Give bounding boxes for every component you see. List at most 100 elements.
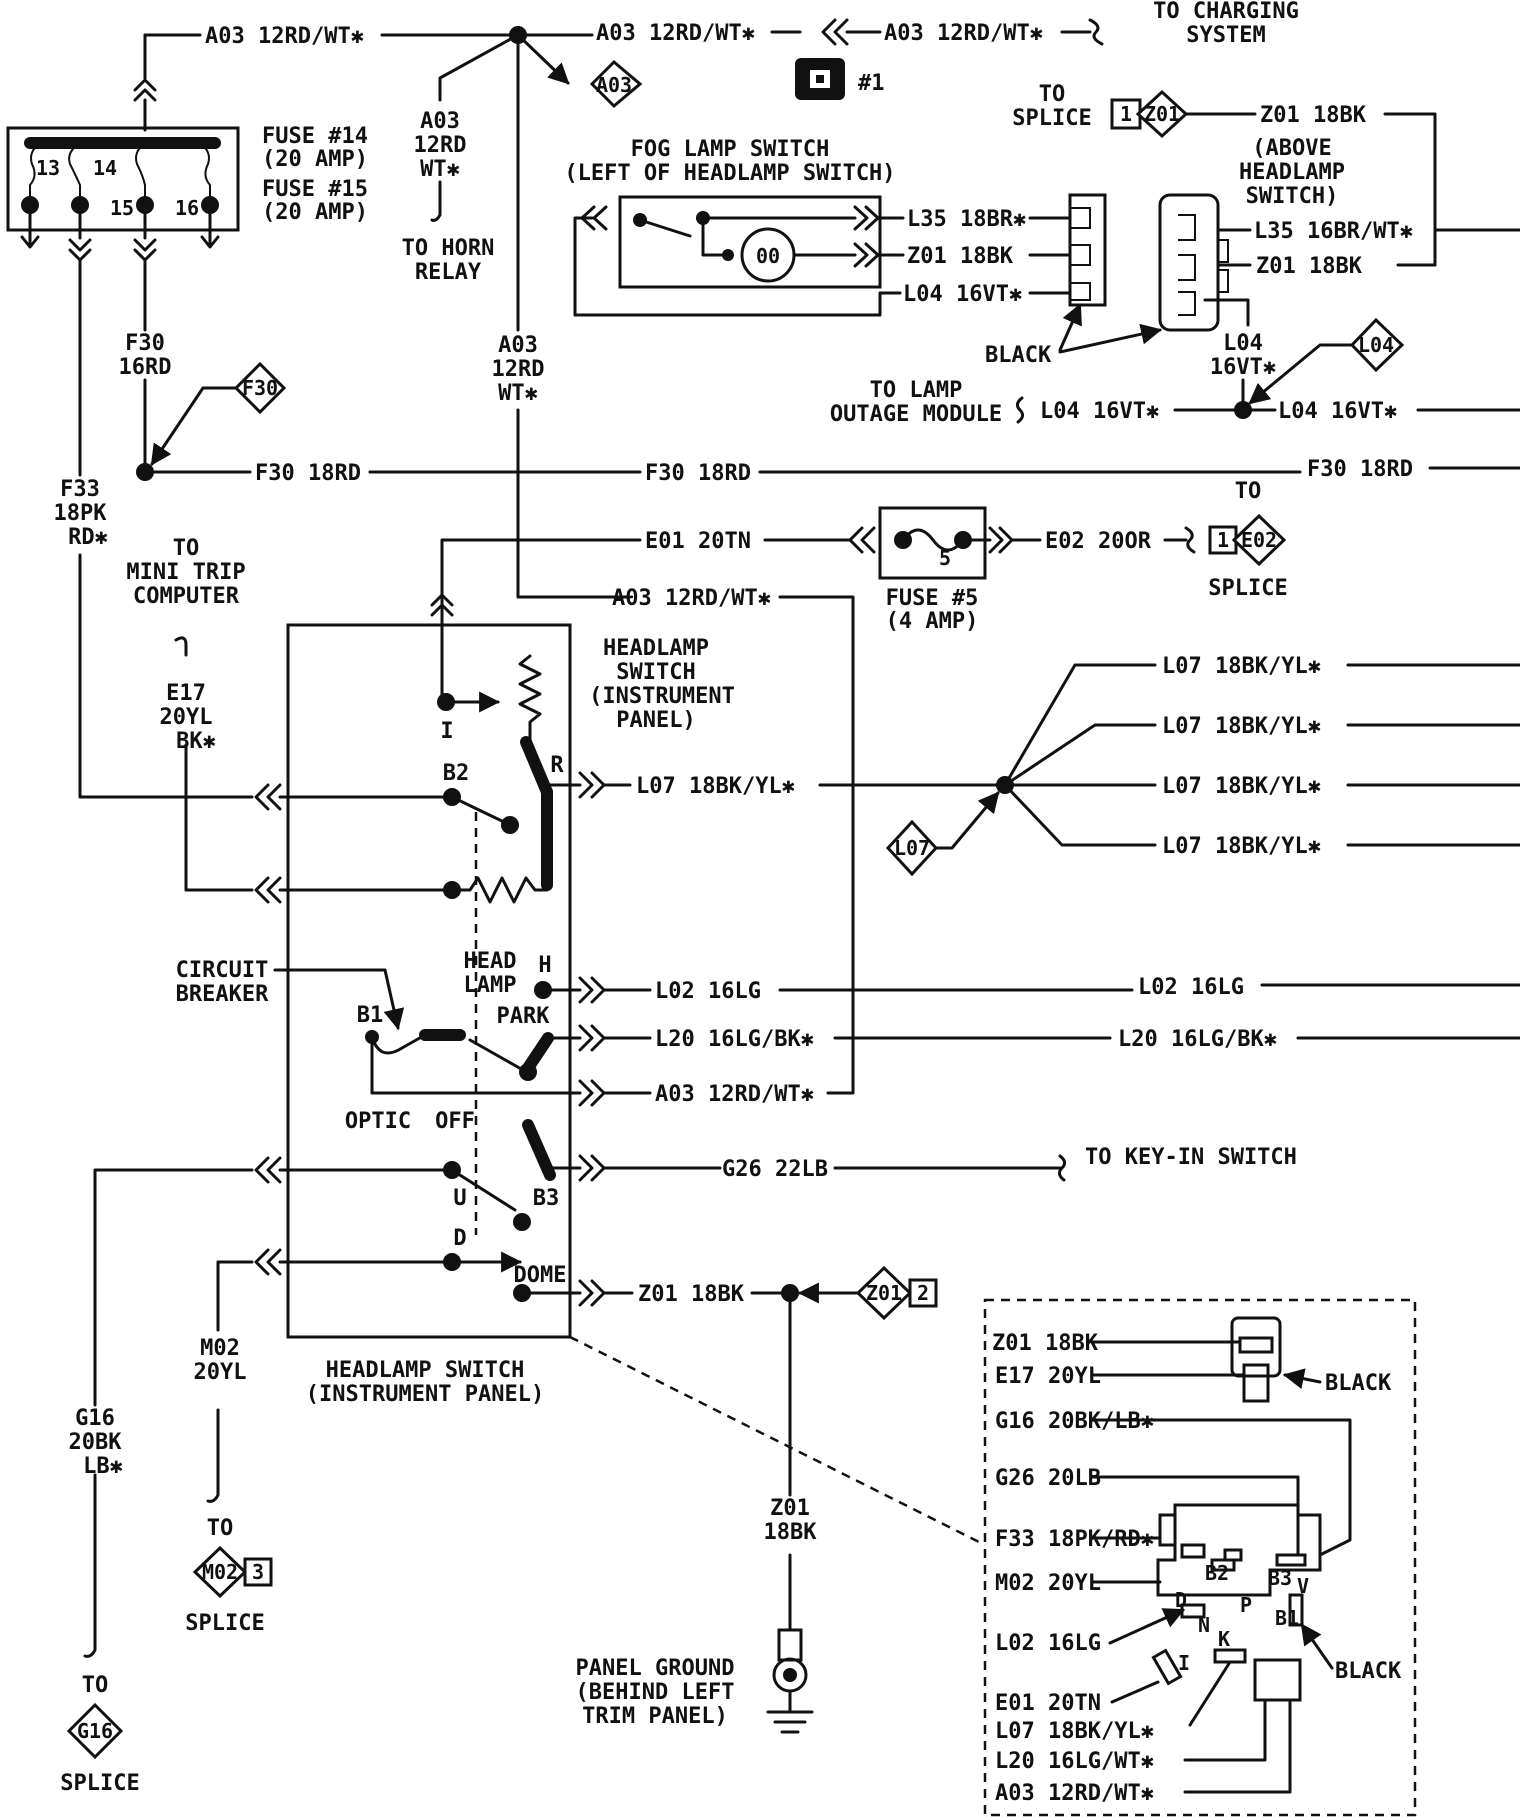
fog-lamp-title: FOG LAMP SWITCH: [631, 137, 830, 162]
g16-splice: SPLICE: [60, 1771, 139, 1796]
pin-i: I: [440, 719, 453, 744]
inset-pin-p: P: [1240, 1593, 1252, 1617]
g16-line-2: 20BK: [69, 1430, 123, 1455]
e01-wire-label: E01 20TN: [645, 529, 751, 554]
headlamp-switch-title-1: HEADLAMP: [603, 636, 709, 661]
horn-relay-wire: [430, 33, 520, 222]
l02-wire: [602, 983, 1520, 992]
z01-diamond-top: [1110, 89, 1520, 267]
pin-optic: OPTIC: [345, 1109, 411, 1134]
pin-dome: DOME: [514, 1263, 567, 1288]
fog-connector-left: [1028, 193, 1107, 318]
pin-u: U: [453, 1186, 466, 1211]
fuse-15-label: FUSE #15: [262, 177, 368, 202]
panel-ground-2: (BEHIND LEFT: [576, 1680, 735, 1705]
fuse-15-rating: (20 AMP): [262, 200, 368, 225]
pin-park: PARK: [497, 1004, 551, 1029]
m02-line-1: M02: [200, 1336, 240, 1361]
e17-line-2: 20YL: [160, 705, 213, 730]
to-charging-system-label-2: SYSTEM: [1186, 23, 1265, 48]
l07-main-label: L07 18BK/YL✱: [636, 774, 795, 799]
l04-down-wire: [1203, 298, 1250, 327]
to-charging-system-label: TO CHARGING: [1153, 0, 1299, 24]
l04-vert-line-2: 16VT✱: [1210, 355, 1276, 380]
pin-b3: B3: [533, 1186, 560, 1211]
inset-black-bottom: BLACK: [1335, 1659, 1402, 1684]
fog-lamp-title-2: (LEFT OF HEADLAMP SWITCH): [564, 161, 895, 186]
z01-vert-2: 18BK: [764, 1520, 818, 1545]
e02-pin: 1: [1217, 528, 1229, 552]
f33-line-1: F33: [60, 477, 100, 502]
horn-wire-line-3: WT✱: [420, 157, 460, 182]
l20-label-a: L20 16LG/BK✱: [655, 1027, 814, 1052]
z01-top-wire-label: Z01 18BK: [1260, 103, 1367, 128]
to-mini-trip-2: MINI TRIP: [126, 560, 245, 585]
to-horn-relay-2: RELAY: [415, 260, 482, 285]
inset-z01: Z01 18BK: [992, 1331, 1099, 1356]
g16-to: TO: [82, 1673, 109, 1698]
inset-connector-top: [1090, 1316, 1322, 1403]
l20-label-b: L20 16LG/BK✱: [1118, 1027, 1277, 1052]
f33-line-2: 18PK: [54, 501, 108, 526]
to-mini-trip-1: TO: [173, 536, 200, 561]
e01-circuit: [430, 506, 1196, 704]
g16-line-1: G16: [75, 1406, 115, 1431]
inset-l20: L20 16LG/WT✱: [995, 1749, 1154, 1774]
inset-leader: [569, 1335, 986, 1547]
e02-splice-label: SPLICE: [1208, 576, 1287, 601]
e02-wire-label: E02 20OR: [1045, 529, 1152, 554]
z01-18bk-right-label: Z01 18BK: [1256, 254, 1363, 279]
fuse-5-letter: 5: [939, 546, 951, 570]
inset-connector-body: [1090, 1418, 1352, 1794]
z01-ground-wire: [602, 1265, 938, 1734]
g16-diamond-label: G16: [77, 1719, 113, 1743]
above-headlamp-3: SWITCH): [1246, 184, 1339, 209]
z01-vert-1: Z01: [770, 1496, 810, 1521]
to-key-in-switch: TO KEY-IN SWITCH: [1085, 1145, 1297, 1170]
pin-h: H: [538, 953, 551, 978]
to-e02-label: TO: [1235, 479, 1262, 504]
a03-wire-label-3: A03 12RD/WT✱: [884, 21, 1043, 46]
a03-vert-line-1: A03: [498, 333, 538, 358]
panel-ground-3: TRIM PANEL): [582, 1704, 728, 1729]
m02-splice: SPLICE: [185, 1611, 264, 1636]
a03-main-vertical: [516, 33, 855, 1095]
e17-line-1: E17: [166, 681, 206, 706]
z01-bottom-diamond-label: Z01: [866, 1281, 902, 1305]
m02-wire: [192, 1248, 454, 1599]
headlamp-switch-title-3: (INSTRUMENT: [589, 684, 735, 709]
fog-connector-right: [1158, 193, 1229, 332]
z01-dome-label: Z01 18BK: [638, 1282, 745, 1307]
e02-diamond-label: E02: [1241, 528, 1277, 552]
connector-black-label: BLACK: [985, 343, 1052, 368]
to-mini-trip-3: COMPUTER: [133, 584, 240, 609]
inset-pin-b3: B3: [1268, 1566, 1292, 1590]
g16-line-3: LB✱: [83, 1454, 123, 1479]
circuit-breaker-2: BREAKER: [176, 982, 269, 1007]
horn-wire-line-2: 12RD: [414, 133, 467, 158]
headlamp-switch-box: [286, 623, 582, 1339]
headlamp-switch-bottom-2: (INSTRUMENT PANEL): [306, 1382, 544, 1407]
f33-wire: [78, 258, 454, 811]
head-lamp-2: LAMP: [464, 973, 517, 998]
fuse-5-label: FUSE #5: [886, 586, 979, 611]
e17-wire: [174, 636, 454, 904]
l07-branch-2: L07 18BK/YL✱: [1162, 714, 1321, 739]
l04-wire-label-b: L04 16VT✱: [1278, 399, 1397, 424]
inset-pin-d: D: [1175, 1588, 1187, 1612]
g26-label: G26 22LB: [722, 1157, 828, 1182]
l02-label-b: L02 16LG: [1138, 975, 1244, 1000]
f33-line-3: RD✱: [68, 525, 108, 550]
inset-f33: F33 18PK/RD✱: [995, 1527, 1154, 1552]
pin-r: R: [550, 753, 564, 778]
inset-l02: L02 16LG: [995, 1631, 1101, 1656]
l07-branch: [602, 663, 1520, 877]
z01-top-pin: 1: [1120, 102, 1132, 126]
l07-branch-4: L07 18BK/YL✱: [1162, 834, 1321, 859]
a03-vert-line-3: WT✱: [498, 381, 538, 406]
l07-branch-3: L07 18BK/YL✱: [1162, 774, 1321, 799]
fuse-pin-14: 14: [93, 156, 117, 180]
fuse-14-label: FUSE #14: [262, 124, 368, 149]
inset-pin-b1: B1: [1275, 1606, 1299, 1630]
